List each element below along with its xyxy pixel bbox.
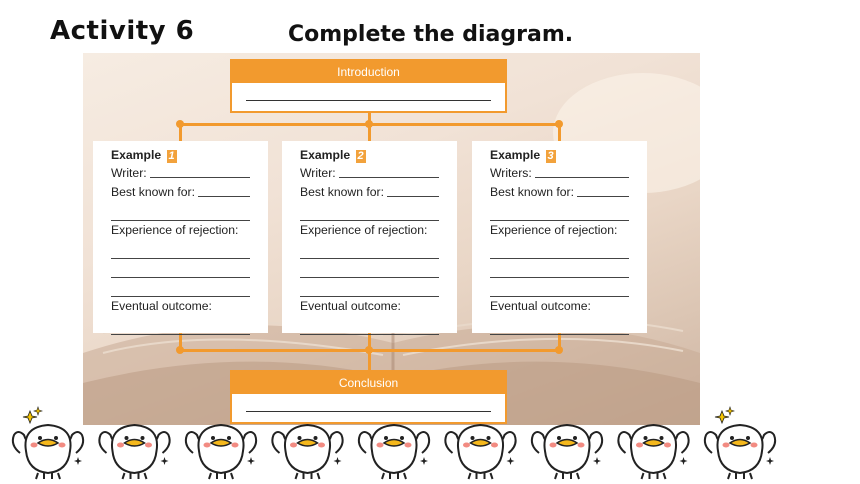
rejection-label: Experience of rejection:	[300, 223, 428, 237]
answer-line[interactable]	[300, 316, 439, 335]
bottom-rise-1	[179, 333, 182, 351]
writer-label: Writer:	[300, 166, 336, 180]
answer-line[interactable]	[300, 259, 439, 278]
answer-line[interactable]	[490, 259, 629, 278]
duck-mascot-icon	[617, 423, 690, 480]
duck-mascot-icon	[444, 423, 517, 480]
writer-answer-line[interactable]	[149, 164, 250, 178]
example-title: Example 1	[111, 147, 250, 164]
answer-line[interactable]	[300, 202, 439, 221]
example-number-badge: 3	[545, 150, 556, 163]
answer-line[interactable]	[111, 202, 250, 221]
best-known-answer-line[interactable]	[577, 183, 629, 197]
introduction-answer-line[interactable]	[246, 100, 491, 101]
example-label: Example	[490, 148, 541, 162]
conclusion-box: Conclusion	[230, 370, 507, 424]
top-drop-1	[179, 123, 182, 141]
answer-line[interactable]	[111, 278, 250, 297]
best-known-label: Best known for:	[111, 185, 195, 199]
conclusion-stem	[368, 350, 371, 370]
intro-stem	[368, 107, 371, 124]
outcome-label: Eventual outcome:	[111, 299, 212, 313]
answer-line[interactable]	[111, 240, 250, 259]
connector-dot	[365, 120, 373, 128]
answer-line[interactable]	[300, 240, 439, 259]
example-label: Example	[300, 148, 351, 162]
answer-line[interactable]	[490, 240, 629, 259]
outcome-label: Eventual outcome:	[490, 299, 591, 313]
writer-answer-line[interactable]	[534, 164, 629, 178]
conclusion-answer-line[interactable]	[246, 411, 491, 412]
duck-mascot-row	[11, 406, 777, 480]
duck-mascot-icon	[357, 423, 431, 480]
duck-mascot-icon	[184, 423, 258, 480]
answer-line[interactable]	[111, 259, 250, 278]
best-known-label: Best known for:	[490, 185, 574, 199]
best-known-answer-line[interactable]	[387, 183, 439, 197]
top-drop-3	[558, 123, 561, 141]
duck-mascot-icon	[271, 423, 344, 480]
example-card-3: Example 3 Writers: Best known for: Exper…	[472, 141, 647, 335]
rejection-label: Experience of rejection:	[111, 223, 239, 237]
best-known-answer-line[interactable]	[198, 183, 250, 197]
conclusion-title: Conclusion	[232, 372, 505, 394]
activity-heading: Activity 6	[50, 16, 195, 46]
example-title: Example 2	[300, 147, 439, 164]
answer-line[interactable]	[111, 316, 250, 335]
duck-mascot-icon	[530, 423, 604, 480]
example-label: Example	[111, 148, 162, 162]
best-known-label: Best known for:	[300, 185, 384, 199]
answer-line[interactable]	[490, 316, 629, 335]
instruction-text: Complete the diagram.	[288, 22, 574, 47]
answer-line[interactable]	[300, 278, 439, 297]
bottom-rise-2	[368, 333, 371, 351]
example-card-2: Example 2 Writer: Best known for: Experi…	[282, 141, 457, 335]
introduction-title: Introduction	[232, 61, 505, 83]
introduction-box: Introduction	[230, 59, 507, 113]
connector-dot	[176, 120, 184, 128]
example-number-badge: 2	[355, 150, 366, 163]
answer-line[interactable]	[490, 202, 629, 221]
top-drop-2	[368, 123, 371, 141]
rejection-label: Experience of rejection:	[490, 223, 618, 237]
connector-dot	[555, 346, 563, 354]
duck-mascot-icon	[703, 406, 777, 480]
outcome-label: Eventual outcome:	[300, 299, 401, 313]
example-title: Example 3	[490, 147, 629, 164]
writer-label: Writer:	[111, 166, 147, 180]
duck-mascot-icon	[11, 406, 85, 480]
duck-mascot-icon	[98, 423, 171, 480]
example-card-1: Example 1 Writer: Best known for: Experi…	[93, 141, 268, 335]
writers-label: Writers:	[490, 166, 532, 180]
connector-dot	[176, 346, 184, 354]
bottom-rise-3	[558, 333, 561, 351]
writer-answer-line[interactable]	[338, 164, 439, 178]
connector-dot	[555, 120, 563, 128]
answer-line[interactable]	[490, 278, 629, 297]
example-number-badge: 1	[166, 150, 177, 163]
